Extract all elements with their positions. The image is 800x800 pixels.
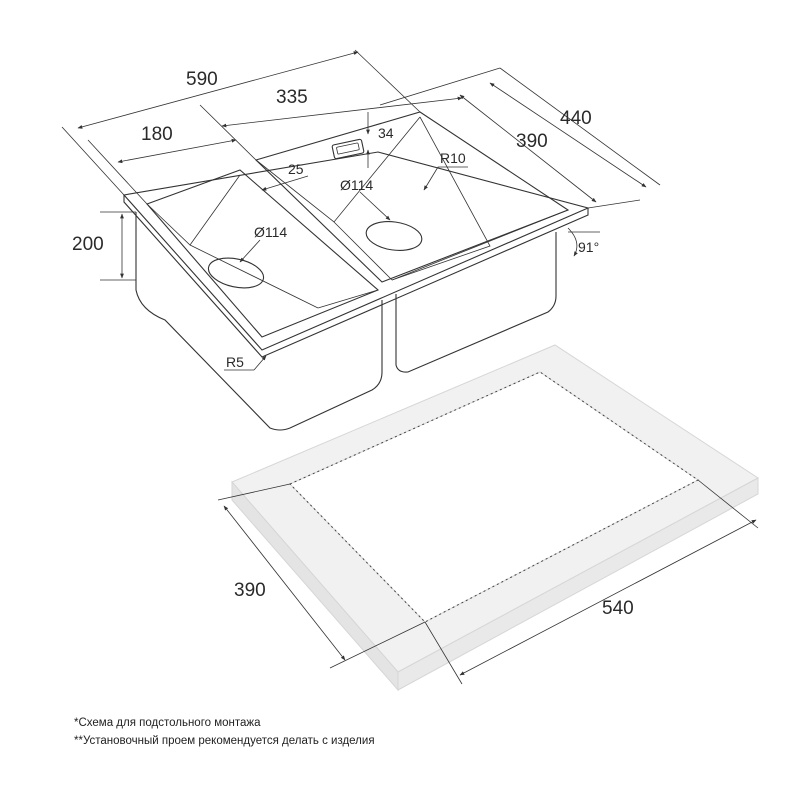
label-overall-width: 590 bbox=[186, 69, 218, 90]
label-large-bowl-width: 335 bbox=[276, 87, 308, 108]
label-radius-outer: R5 bbox=[226, 354, 244, 370]
footnote-mounting: *Схема для подстольного монтажа bbox=[74, 717, 261, 729]
label-drain-small: Ø114 bbox=[254, 224, 287, 240]
label-overall-depth: 440 bbox=[560, 108, 592, 129]
dimension-labels-cutout: 390 540 bbox=[234, 580, 634, 619]
label-bowl-height: 200 bbox=[72, 234, 104, 255]
label-overflow-height: 34 bbox=[378, 125, 394, 141]
footnotes: *Схема для подстольного монтажа **Устано… bbox=[74, 714, 375, 750]
label-offset: 25 bbox=[288, 161, 304, 177]
label-cutout-depth: 390 bbox=[234, 580, 266, 601]
label-small-bowl-width: 180 bbox=[141, 124, 173, 145]
footnote-cutout: **Установочный проем рекомендуется делат… bbox=[74, 735, 375, 747]
label-drain-large: Ø114 bbox=[340, 177, 373, 193]
dimension-labels-top: 590 335 180 440 390 200 34 25 Ø114 Ø114 … bbox=[72, 69, 599, 370]
label-cutout-width: 540 bbox=[602, 598, 634, 619]
dimension-lines-top bbox=[61, 49, 661, 371]
sink-outline bbox=[122, 111, 590, 431]
label-bowl-depth: 390 bbox=[516, 131, 548, 152]
label-radius-inner: R10 bbox=[440, 150, 466, 166]
dimension-lines-cutout bbox=[217, 479, 759, 685]
cutout-frame bbox=[231, 344, 759, 692]
label-angle: 91° bbox=[578, 239, 599, 255]
